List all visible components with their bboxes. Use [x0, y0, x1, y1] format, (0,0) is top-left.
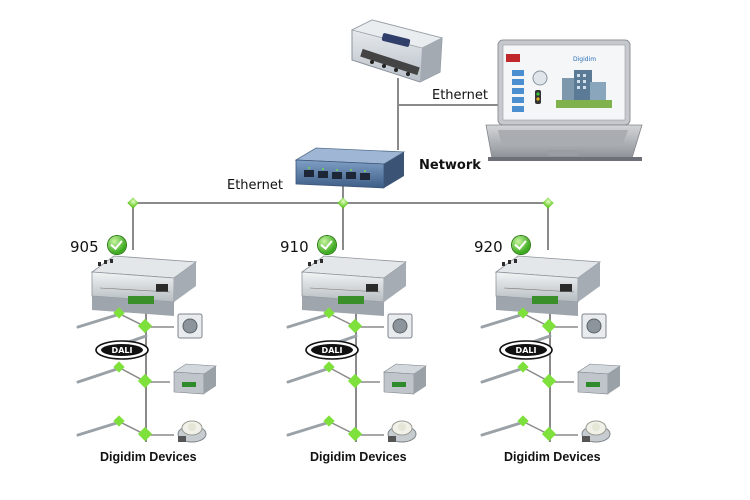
controller-graphic: DALI: [480, 255, 621, 443]
devices-label: Digidim Devices: [310, 450, 407, 464]
ethernet-label-top: Ethernet: [432, 88, 488, 103]
dali-logo: DALI: [499, 340, 553, 360]
network-label: Network: [419, 158, 481, 173]
dali-text: DALI: [516, 346, 537, 355]
network-switch: [294, 147, 406, 189]
relay-module-device: [173, 363, 217, 395]
controller-id-label: 905: [70, 238, 99, 256]
devices-label: Digidim Devices: [100, 450, 197, 464]
controller-unit: [300, 255, 408, 316]
relay-module-device: [577, 363, 621, 395]
top-junction-nodes: [127, 197, 554, 209]
laptop: [485, 39, 643, 161]
check-icon: [318, 236, 336, 254]
dali-logo: DALI: [305, 340, 359, 360]
ethernet-label-mid: Ethernet: [227, 178, 283, 193]
check-icon: [512, 236, 530, 254]
relay-module-device: [383, 363, 427, 395]
devices-label: Digidim Devices: [504, 450, 601, 464]
check-icon: [108, 236, 126, 254]
dali-logo: DALI: [95, 340, 149, 360]
controller-id-label: 920: [474, 238, 503, 256]
controller-group-920: 920: [474, 232, 654, 492]
dali-text: DALI: [112, 346, 133, 355]
sensor-device: [177, 420, 207, 443]
controller-group-905: 905: [70, 232, 250, 492]
sensor-device: [387, 420, 417, 443]
controller-unit: [90, 255, 198, 316]
controller-graphic: DALI: [76, 255, 217, 443]
wall-switch-device: [387, 313, 413, 339]
controller-id-label: 910: [280, 238, 309, 256]
gateway-server: [350, 19, 444, 83]
controller-group-910: 910: [280, 232, 460, 492]
sensor-device: [581, 420, 611, 443]
wall-switch-device: [581, 313, 607, 339]
dali-text: DALI: [322, 346, 343, 355]
wall-switch-device: [177, 313, 203, 339]
controller-unit: [494, 255, 602, 316]
controller-graphic: DALI: [286, 255, 427, 443]
laptop-screen-logo: Digidim: [573, 56, 597, 63]
